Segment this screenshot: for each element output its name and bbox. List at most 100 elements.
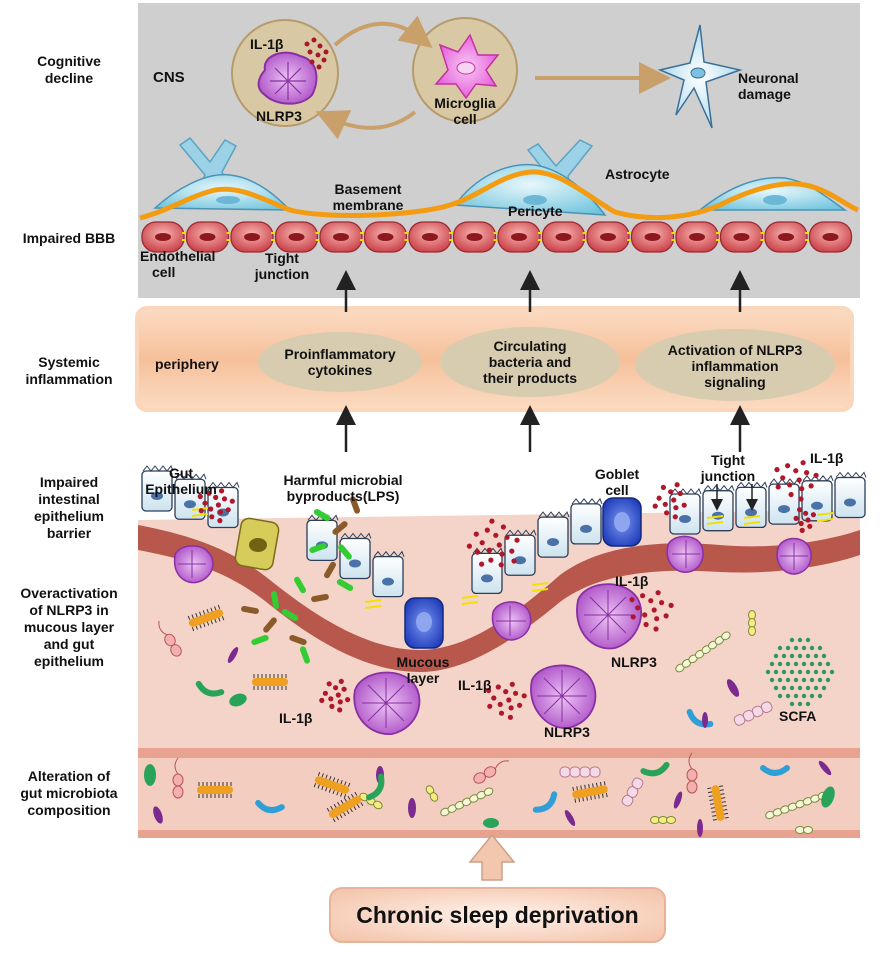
- endothelial-cell-icon: [586, 221, 634, 253]
- il1b-label-cns: IL-1β: [250, 36, 284, 52]
- endothelial-cell-icon: [541, 221, 590, 253]
- epithelial-cell-icon: [471, 547, 504, 595]
- epithelial-cell-icon: [801, 474, 834, 522]
- endothelial-cells-row: [141, 221, 853, 253]
- oval-bacteria: [440, 327, 620, 397]
- lps-rod: [241, 605, 259, 615]
- curved-microbe-icon: [686, 709, 714, 728]
- il1b-label-mid: IL-1β: [615, 573, 649, 589]
- gut-lumen: [138, 758, 860, 830]
- curved-microbe-icon: [255, 799, 285, 814]
- microbe-icon: [702, 712, 708, 728]
- endothelial-cell-icon: [230, 221, 278, 253]
- epithelial-cell-icon: [141, 465, 174, 512]
- microbiota: [144, 604, 835, 837]
- flagellated-microbe-icon: [572, 781, 608, 803]
- microbe-icon: [673, 791, 683, 809]
- epithelial-cell-icon: [504, 529, 537, 576]
- nlrp3-label-bottom: NLRP3: [544, 724, 590, 740]
- microbe-chain-icon: [425, 785, 439, 802]
- lps-rod: [313, 509, 331, 521]
- lps-rod: [311, 593, 329, 603]
- flagellated-microbe-icon: [252, 674, 288, 690]
- endothelial-cell-icon: [675, 221, 723, 253]
- endothelial-cell-icon: [408, 221, 456, 253]
- lps-rod: [294, 576, 306, 594]
- epithelial-cell-icon: [372, 550, 405, 598]
- il1b-dots-cns: [304, 37, 329, 70]
- microbe-icon: [564, 810, 576, 826]
- curved-microbe-icon: [532, 791, 558, 813]
- endothelial-cell-icon: [808, 221, 853, 253]
- pericyte-label: Pericyte: [508, 203, 563, 219]
- lps-rod: [338, 544, 352, 560]
- tight-junction-arrows: [711, 484, 758, 511]
- epithelial-cell-icon: [669, 488, 702, 535]
- il1b-label-center: IL-1β: [458, 677, 492, 693]
- microbe-icon: [227, 647, 239, 663]
- lumen-edge-bottom: [138, 830, 860, 838]
- tailed-microbe-icon: [686, 752, 698, 794]
- lps-rod: [263, 617, 277, 633]
- lps-rod: [309, 542, 327, 554]
- tailed-microbe-icon: [473, 760, 510, 784]
- microbe-icon: [153, 806, 163, 824]
- lps-rod: [281, 609, 299, 621]
- endothelial-cell-icon: [141, 221, 189, 253]
- endothelial-cell-icon: [497, 221, 545, 253]
- trigger-label: Chronic sleep deprivation: [356, 902, 639, 928]
- microbe-chain-icon: [675, 631, 731, 673]
- curved-microbe-icon: [760, 765, 790, 776]
- lps-rod: [324, 561, 336, 579]
- microbe-icon: [726, 679, 740, 697]
- microbe-chain-icon: [440, 787, 494, 817]
- up-arrows-top: [336, 270, 750, 312]
- microbe-icon: [697, 819, 703, 837]
- epithelial-cell-icon: [537, 511, 570, 558]
- astrocyte-label: Astrocyte: [605, 166, 670, 182]
- nlrp3-label-cns: NLRP3: [256, 108, 302, 124]
- nlrp3-label-mid: NLRP3: [611, 654, 657, 670]
- microbe-icon: [408, 798, 416, 818]
- lps-rod: [251, 634, 269, 646]
- lps-rod: [336, 579, 354, 591]
- cns-label: CNS: [153, 69, 185, 86]
- pink-microbe-chain-icon: [559, 766, 601, 778]
- up-arrows-bottom: [336, 405, 750, 452]
- scfa-dots: [765, 637, 835, 707]
- epithelial-cell-icon: [834, 471, 867, 519]
- curved-microbe-icon: [366, 773, 385, 801]
- endothelial-cell-icon: [452, 221, 501, 253]
- epithelial-cell-icon: [570, 497, 603, 545]
- epithelial-cell-icon: [306, 514, 339, 561]
- microbe-icon: [821, 786, 835, 808]
- lps-rod: [332, 521, 348, 535]
- il1b-dots: [197, 460, 819, 720]
- periphery-label: periphery: [155, 356, 219, 372]
- pink-microbe-chain-icon: [733, 701, 773, 726]
- basement-membrane-line: [139, 169, 860, 221]
- label-impaired-bbb: Impaired BBB: [22, 230, 116, 246]
- trigger-up-arrow: [468, 833, 516, 881]
- microbe-icon: [483, 818, 499, 828]
- il1b-label-left: IL-1β: [279, 710, 313, 726]
- flagellated-microbe-icon: [197, 782, 233, 798]
